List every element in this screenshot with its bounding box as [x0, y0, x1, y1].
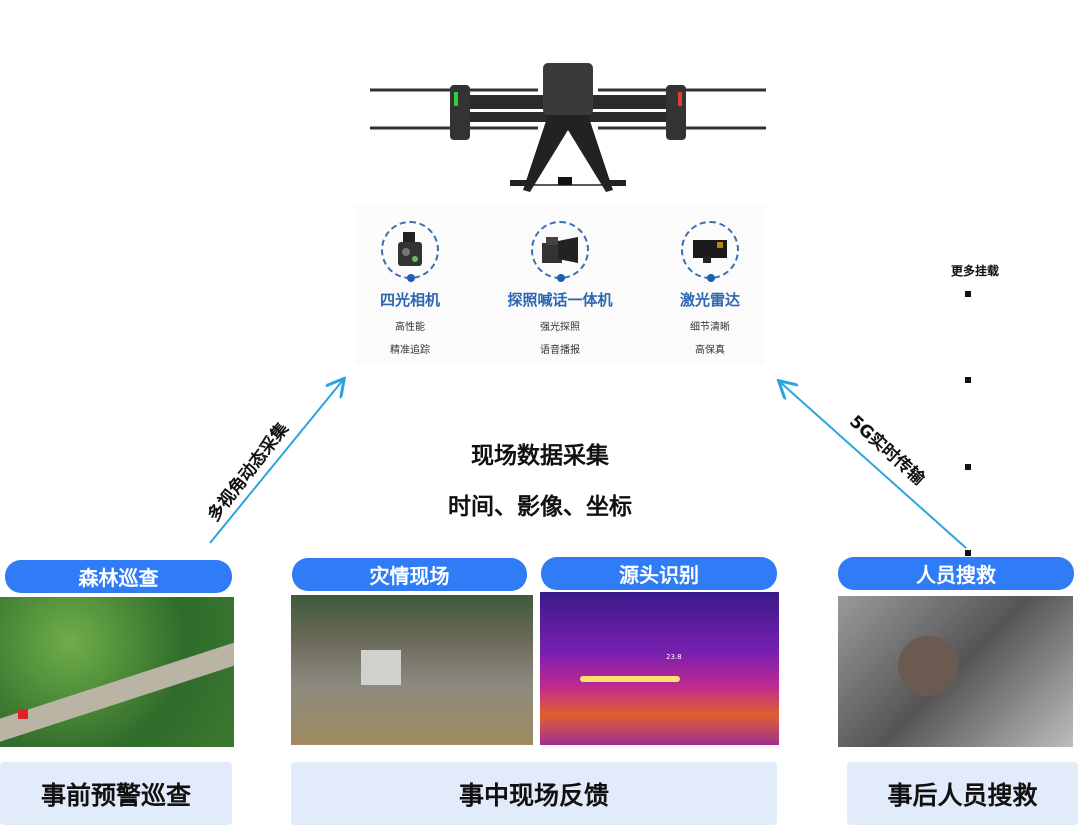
payload-feature: 精准追踪 [390, 345, 430, 356]
payload-title: 激光雷达 [679, 291, 740, 309]
bullet-dot [965, 291, 971, 297]
more-payloads-label: 更多挂载 [951, 264, 1000, 278]
searchlight-icon [531, 221, 589, 282]
scene-label-disaster: 灾情现场 [292, 558, 527, 591]
rescue-image [838, 596, 1073, 747]
bullet-dot [965, 464, 971, 470]
payload-feature: 强光探照 [540, 322, 580, 333]
stage-during-event: 事中现场反馈 [291, 762, 777, 825]
payload-feature: 语音播报 [540, 345, 580, 356]
arrow-left [209, 380, 343, 544]
payload-lidar: 激光雷达 细节清晰 高保真 [640, 215, 780, 356]
payload-searchlight-speaker: 探照喊话一体机 强光探照 语音播报 [490, 215, 630, 356]
center-title: 现场数据采集 [471, 443, 609, 469]
stage-post-event: 事后人员搜救 [847, 762, 1078, 825]
scene-label-forest: 森林巡查 [5, 560, 232, 593]
scene-label-rescue: 人员搜救 [838, 557, 1074, 590]
bullet-dot [965, 550, 971, 556]
payload-panel: 四光相机 高性能 精准追踪 探照喊话一体机 强光探照 语音播报 激光雷达 细节清… [355, 205, 765, 365]
arrow-right [780, 382, 967, 549]
center-subtitle: 时间、影像、坐标 [448, 494, 632, 520]
payload-title: 探照喊话一体机 [507, 291, 613, 309]
payload-feature: 高保真 [695, 345, 725, 356]
payload-feature: 细节清晰 [690, 322, 730, 333]
bullet-dot [965, 377, 971, 383]
disaster-site-image [291, 595, 533, 745]
thermal-reading: 23.8 [666, 653, 682, 661]
payload-four-light-camera: 四光相机 高性能 精准追踪 [340, 215, 480, 356]
stage-pre-event: 事前预警巡查 [0, 762, 232, 825]
camera-icon [381, 221, 439, 282]
payload-title: 四光相机 [379, 291, 440, 309]
thermal-source-image: 23.8 [540, 592, 779, 745]
payload-feature: 高性能 [395, 322, 425, 333]
lidar-icon [681, 221, 739, 282]
scene-label-source: 源头识别 [541, 557, 777, 590]
drone-image [370, 63, 766, 192]
forest-patrol-image [0, 597, 234, 747]
